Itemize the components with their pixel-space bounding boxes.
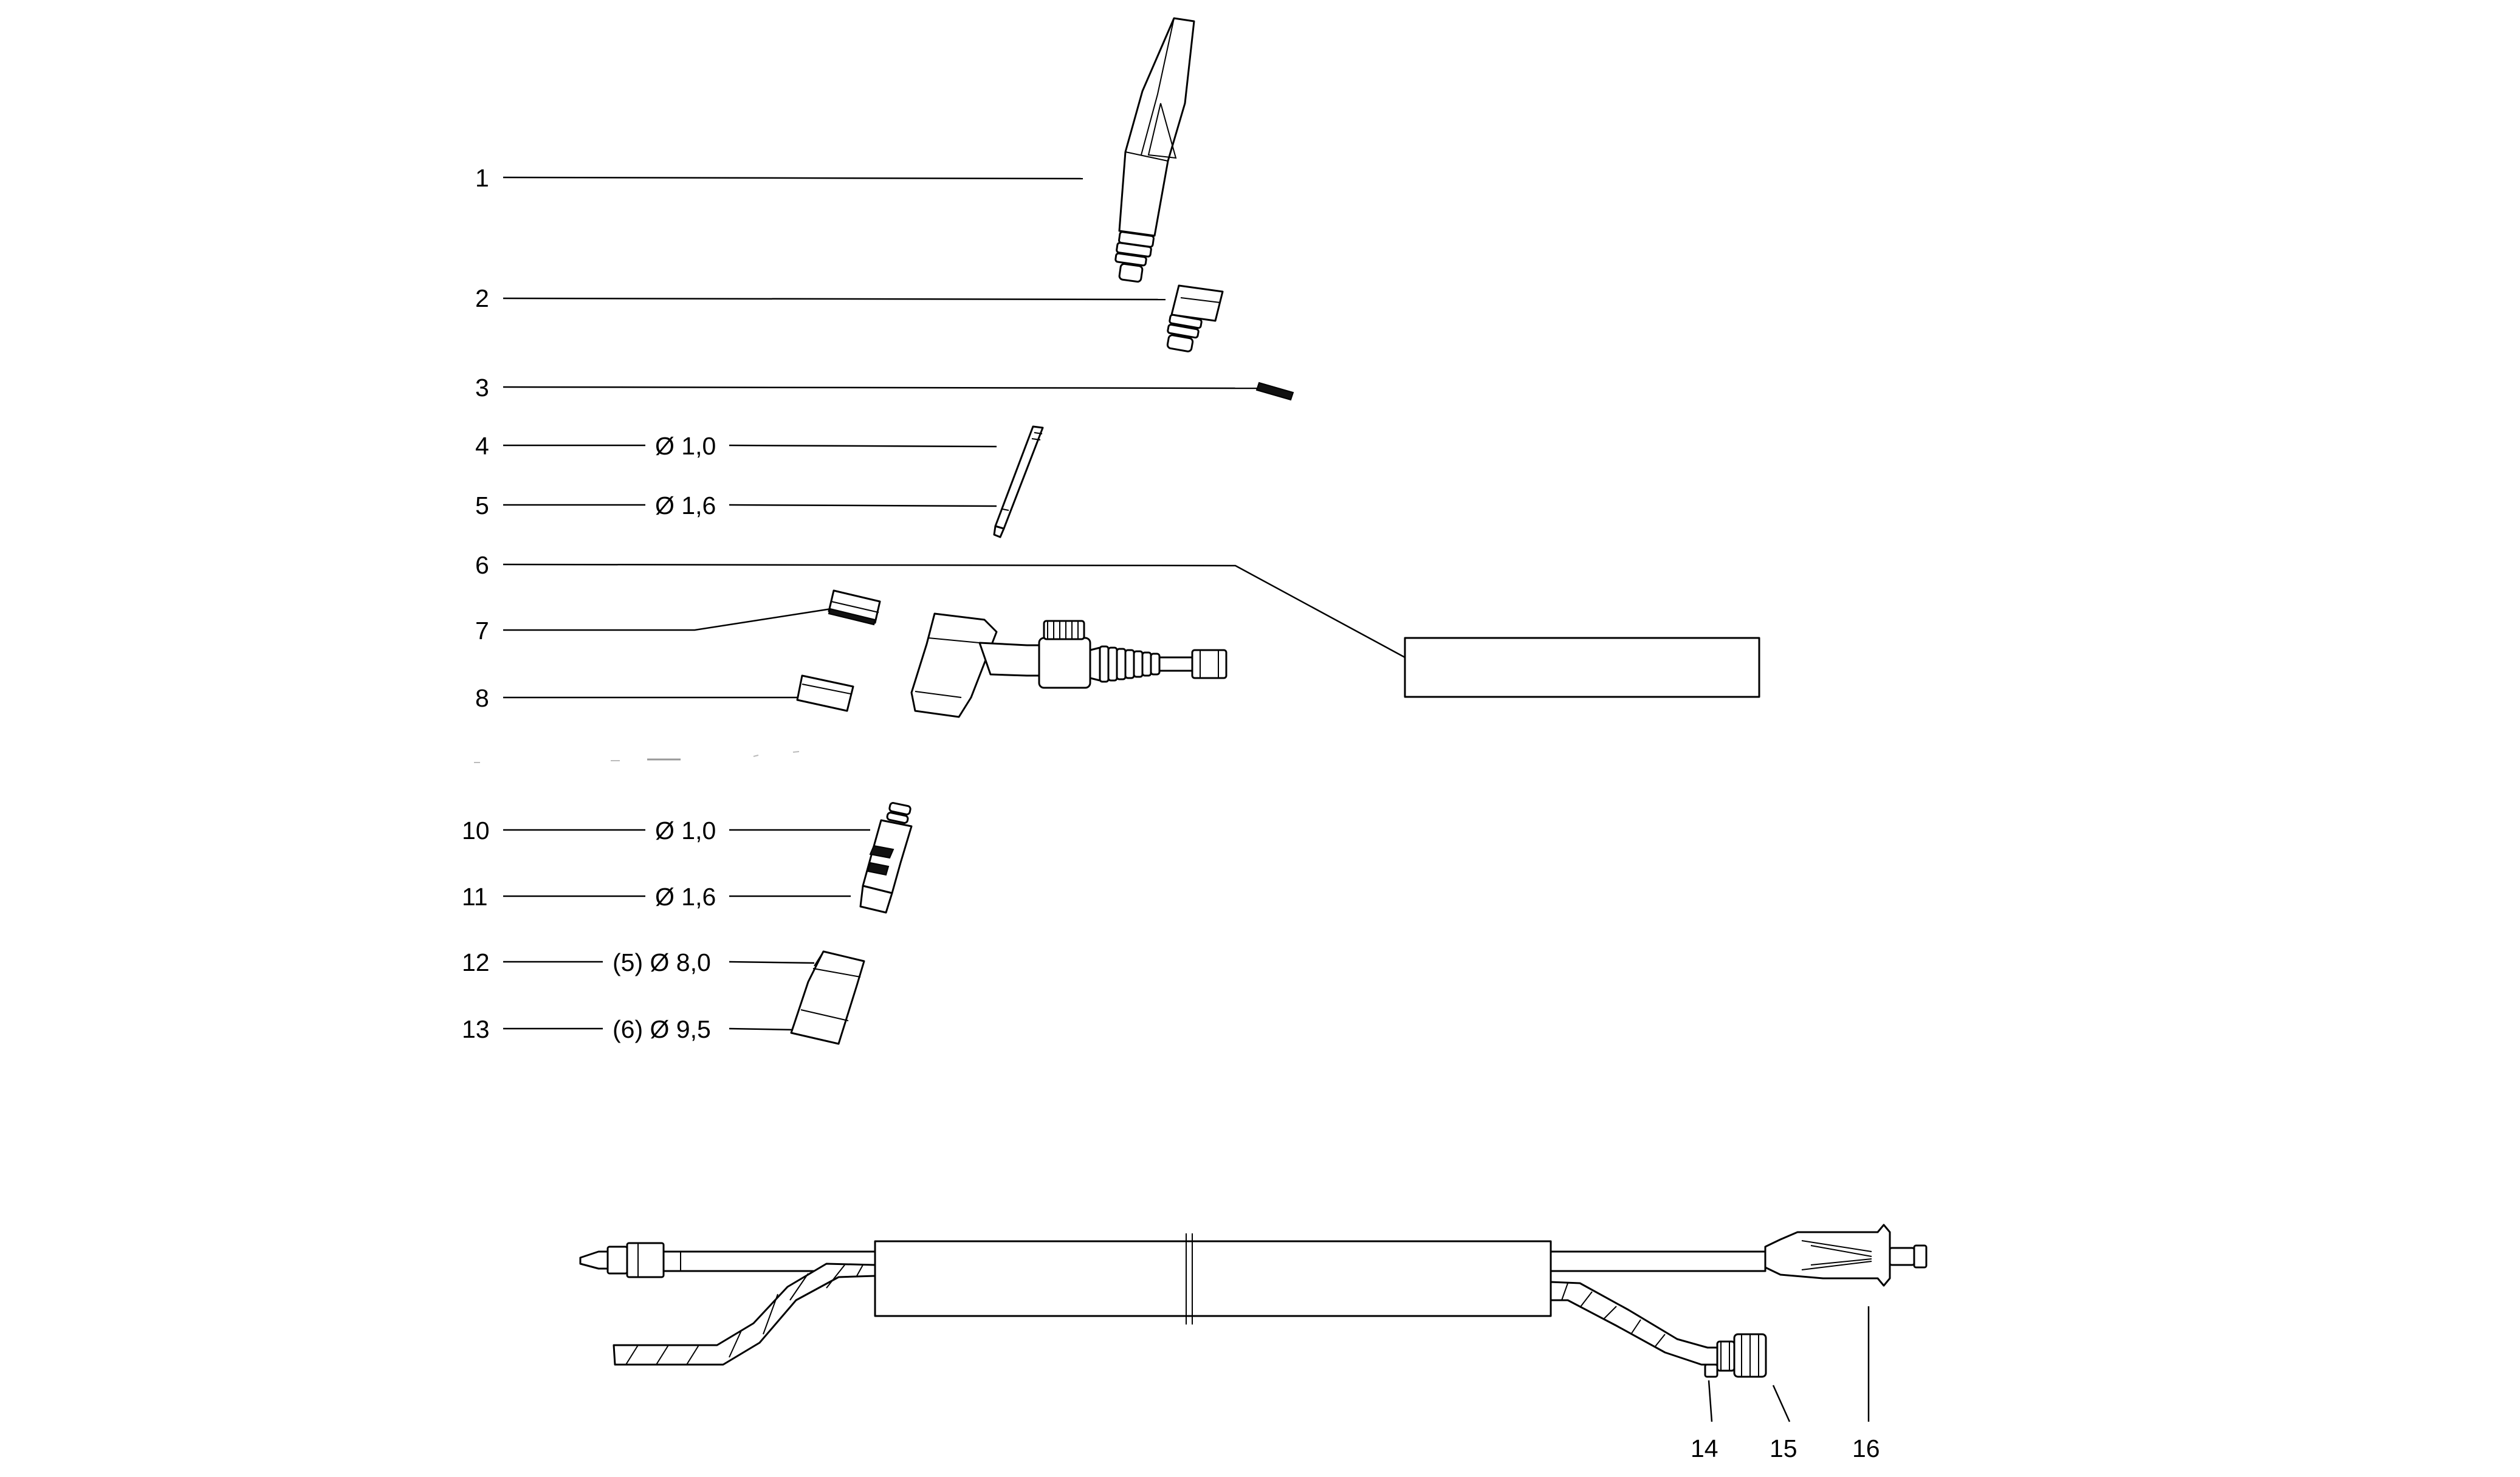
- callout-4-spec: Ø 1,0: [655, 432, 716, 460]
- callout-15-leader: [1772, 1385, 1791, 1422]
- callout-10-number: 10: [462, 817, 490, 845]
- callout-8-number: 8: [475, 684, 489, 712]
- part-6-box: [1404, 637, 1760, 698]
- faint-remnant-marks: [474, 751, 800, 763]
- callout-7-number: 7: [475, 617, 489, 645]
- callout-13-spec: (6) Ø 9,5: [613, 1015, 711, 1043]
- cable-assembly: [579, 1224, 1928, 1378]
- part-1-back-cap: [1114, 17, 1195, 283]
- part-3-pin: [1255, 382, 1294, 401]
- callout-3-number: 3: [475, 374, 489, 402]
- callout-11-number: 11: [462, 883, 488, 911]
- callout-13-leader-b: [729, 1027, 797, 1031]
- callout-6-number: 6: [475, 551, 489, 579]
- callout-14-leader: [1708, 1380, 1713, 1422]
- callout-11-spec: Ø 1,6: [655, 883, 716, 911]
- callout-12-spec: (5) Ø 8,0: [613, 948, 711, 976]
- callout-5-number: 5: [475, 492, 489, 519]
- callout-10-spec: Ø 1,0: [655, 817, 716, 845]
- callout-2-leader: [503, 297, 1166, 301]
- callout-14-number: 14: [1691, 1434, 1718, 1462]
- callout-6-leader: [503, 563, 1406, 659]
- callout-4-leader-b: [729, 444, 997, 448]
- callout-1-number: 1: [475, 164, 489, 192]
- callout-12-number: 12: [462, 948, 490, 976]
- part-7-wedge: [828, 589, 881, 626]
- torch-head-assembly: [910, 612, 1227, 718]
- callout-7-leader: [503, 608, 832, 631]
- callout-5-leader-b: [729, 504, 997, 507]
- callout-1-leader: [503, 176, 1083, 180]
- callout-13-number: 13: [462, 1015, 490, 1043]
- corrugated-neck: [1099, 645, 1161, 683]
- callout-12-leader-b: [729, 961, 815, 964]
- part-12-13-gas-nozzle: [790, 950, 865, 1045]
- callout-3-leader: [503, 386, 1257, 389]
- part-2-short-cap: [1166, 284, 1224, 352]
- part-4-5-collet: [993, 425, 1044, 538]
- callout-4-number: 4: [475, 432, 489, 460]
- callout-15-number: 15: [1770, 1434, 1797, 1462]
- callout-2-number: 2: [475, 284, 489, 312]
- part-10-11-collet-body: [859, 802, 913, 914]
- callout-16-number: 16: [1852, 1434, 1880, 1462]
- callout-5-spec: Ø 1,6: [655, 492, 716, 519]
- part-8-block: [796, 674, 854, 712]
